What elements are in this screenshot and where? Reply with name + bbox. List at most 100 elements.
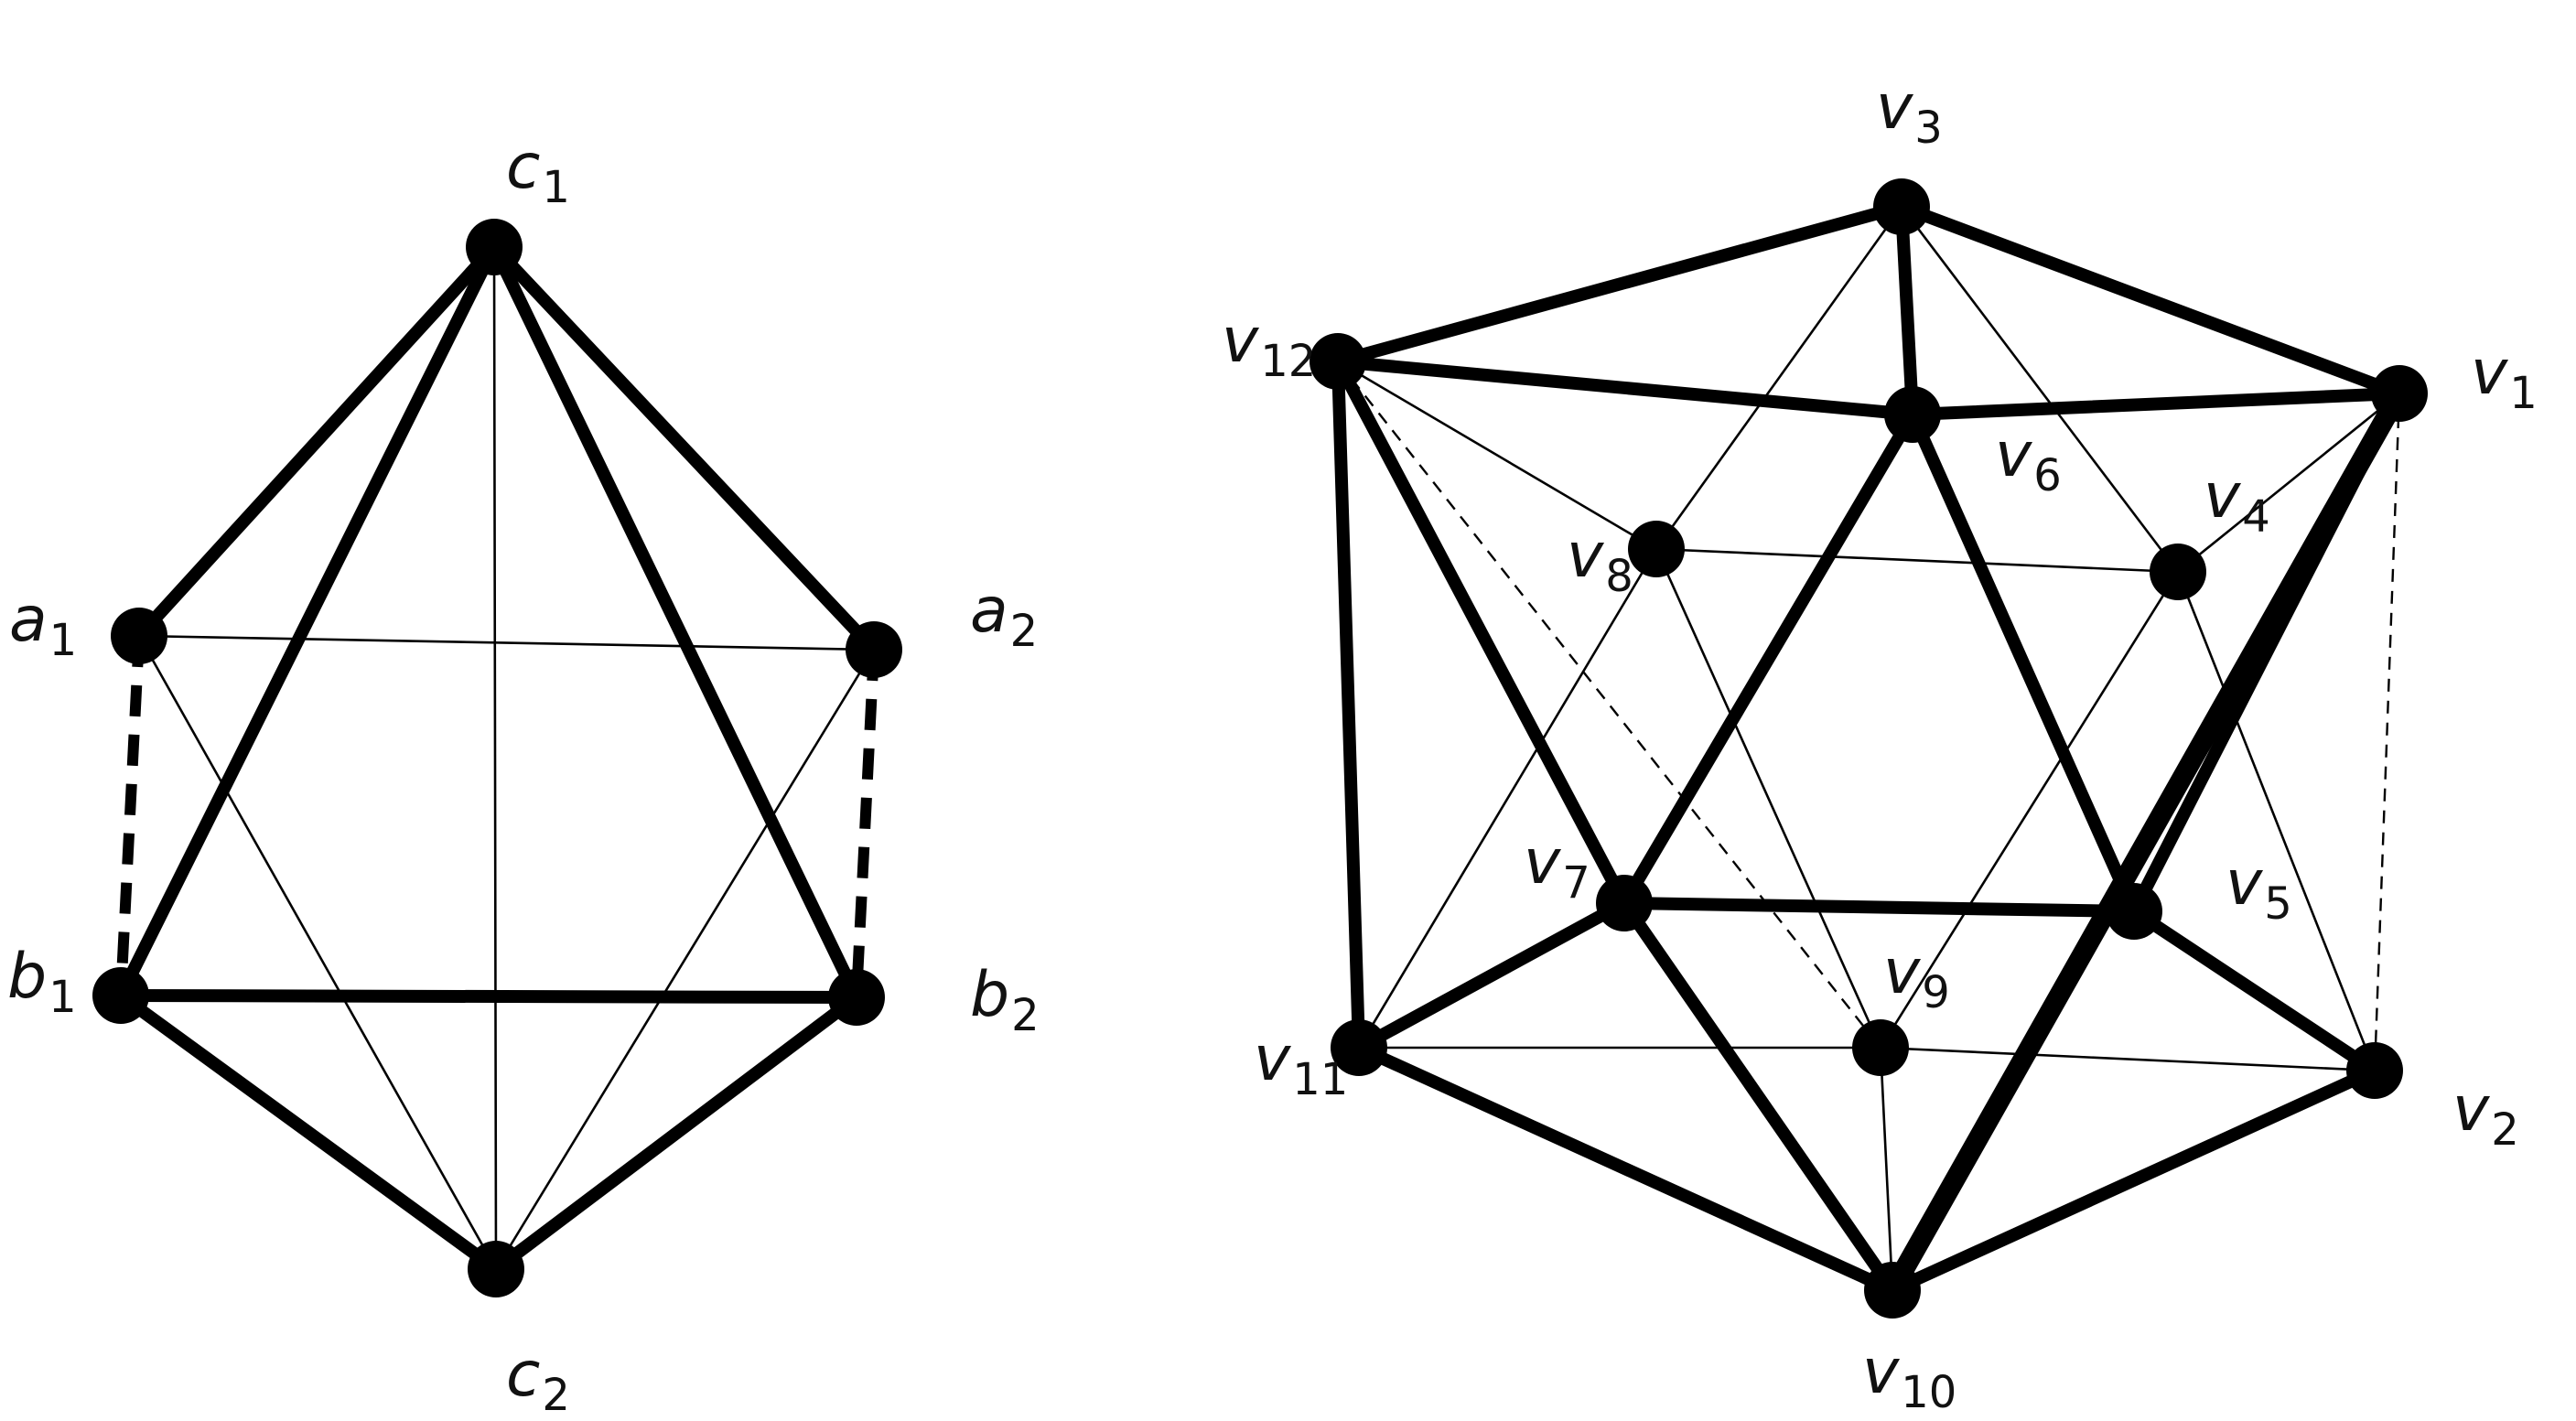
label-v7-sub: 7	[1562, 857, 1590, 909]
edge-v3-v8	[1654, 205, 1903, 551]
node-v1	[2371, 365, 2428, 422]
node-v3	[1873, 178, 1930, 235]
node-v5	[2106, 883, 2162, 940]
label-v4-sub: 4	[2242, 491, 2270, 543]
label-v8: v8	[1567, 520, 1633, 602]
label-b2-base: b	[970, 959, 1009, 1031]
edge-a2-b2	[851, 649, 879, 998]
label-v2-base: v	[2452, 1073, 2491, 1146]
edge-c1-b2	[488, 241, 863, 1004]
node-v8	[1628, 521, 1685, 577]
octahedron-edges	[114, 241, 880, 1276]
label-b1-base: b	[7, 941, 47, 1013]
label-a2: a2	[970, 575, 1038, 657]
edge-v1-v2	[2373, 393, 2401, 1071]
edge-a2-c2	[494, 648, 876, 1271]
label-v1-base: v	[2471, 337, 2509, 409]
label-v6-base: v	[1995, 419, 2033, 491]
label-v12-base: v	[1222, 305, 1260, 377]
octahedron-nodes	[92, 219, 902, 1297]
label-a2-base: a	[970, 575, 1008, 647]
label-c2-base: c	[506, 1339, 540, 1411]
edge-v10-v2	[1886, 1064, 2381, 1297]
label-v7-base: v	[1524, 826, 1562, 899]
node-v9	[1852, 1019, 1909, 1076]
label-b2-sub: 2	[1011, 990, 1040, 1041]
edge-v12-v9	[1337, 361, 1881, 1049]
label-v9-base: v	[1883, 936, 1922, 1008]
edge-v3-v4	[1900, 205, 2180, 574]
edge-v5-v2	[2128, 905, 2381, 1077]
edge-v12-v7	[1331, 355, 1631, 910]
node-a2	[846, 621, 902, 678]
edge-c1-a2	[488, 241, 880, 656]
label-a2-sub: 2	[1010, 606, 1039, 657]
edge-b1-c2	[114, 989, 502, 1276]
label-v5-sub: 5	[2264, 878, 2292, 930]
edge-v4-v9	[1879, 570, 2180, 1050]
node-b1	[92, 967, 149, 1024]
edge-v7-v5	[1618, 897, 2140, 918]
edge-v12-v11	[1331, 355, 1365, 1054]
edge-v12-v8	[1336, 360, 1658, 551]
edge-v6-v7	[1618, 408, 1919, 910]
label-c2: c2	[506, 1339, 570, 1421]
edge-v3-v1	[1895, 200, 2406, 400]
label-b1-sub: 1	[49, 972, 77, 1023]
edge-v11-v10	[1353, 1041, 1899, 1297]
label-c1-base: c	[506, 131, 540, 203]
edge-v4-v2	[2176, 570, 2377, 1072]
edge-b2-c2	[490, 991, 863, 1276]
label-v1-sub: 1	[2509, 368, 2538, 419]
edge-c1-b1	[114, 241, 501, 1002]
edge-v7-v10	[1618, 897, 1899, 1297]
label-v4: v4	[2204, 460, 2270, 543]
label-v11-sub: 11	[1292, 1054, 1348, 1105]
label-a1: a1	[9, 584, 77, 666]
edge-b1-b2	[114, 989, 863, 1004]
label-v12-sub: 12	[1260, 336, 1316, 387]
edge-a1-c2	[137, 634, 498, 1271]
label-c1: c1	[506, 131, 570, 213]
label-v12: v12	[1222, 305, 1316, 387]
label-v11-base: v	[1254, 1023, 1292, 1095]
node-v2	[2346, 1042, 2403, 1099]
label-v6: v6	[1995, 419, 2062, 501]
label-v2-sub: 2	[2491, 1104, 2519, 1156]
label-a1-sub: 1	[49, 615, 78, 666]
icosahedron-edges	[1331, 200, 2409, 1300]
edge-v9-v10	[1879, 1046, 1894, 1292]
label-a1-base: a	[9, 584, 48, 656]
label-v5: v5	[2226, 847, 2292, 930]
node-v4	[2150, 544, 2206, 600]
label-b2: b2	[970, 959, 1040, 1041]
label-v7: v7	[1524, 826, 1590, 909]
label-v10-base: v	[1862, 1336, 1901, 1408]
label-v8-base: v	[1567, 520, 1605, 592]
edge-v1-v10	[1882, 383, 2409, 1300]
edge-v11-v7	[1353, 897, 1631, 1054]
edge-v9-v2	[1879, 1046, 2377, 1072]
label-v1: v1	[2471, 337, 2538, 419]
label-v9: v9	[1883, 936, 1950, 1018]
icosahedron-nodes	[1310, 178, 2428, 1319]
node-c2	[468, 1241, 524, 1297]
label-v5-base: v	[2226, 847, 2264, 920]
label-b1: b1	[7, 941, 77, 1023]
node-v11	[1331, 1019, 1387, 1076]
label-v10-sub: 10	[1901, 1367, 1956, 1418]
label-v2: v2	[2452, 1073, 2519, 1156]
node-v7	[1596, 875, 1653, 931]
label-v3-sub: 3	[1914, 102, 1943, 154]
node-a1	[111, 608, 167, 664]
node-v12	[1310, 333, 1366, 390]
node-b2	[828, 969, 885, 1026]
edge-a1-a2	[137, 634, 876, 651]
edge-v8-v11	[1357, 547, 1658, 1050]
edge-v3-v6	[1895, 200, 1919, 421]
edge-a1-b1	[115, 635, 145, 996]
